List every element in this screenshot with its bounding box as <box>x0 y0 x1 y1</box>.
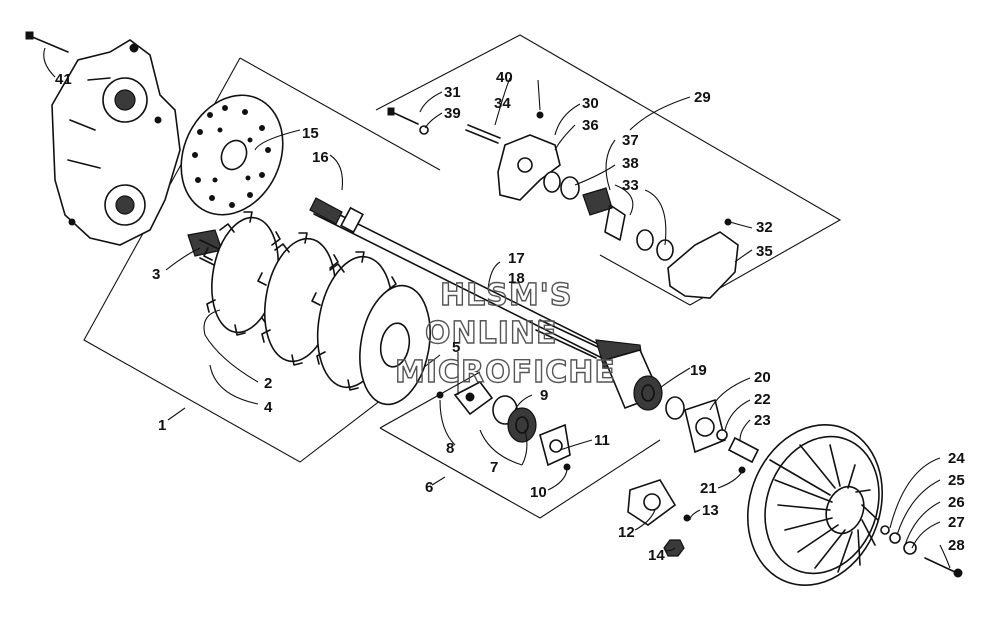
callout-6: 6 <box>425 479 433 496</box>
callout-40: 40 <box>496 69 513 86</box>
group-outline-29 <box>375 34 842 306</box>
bolt-21 <box>738 466 746 474</box>
callout-1: 1 <box>158 417 166 434</box>
callout-26: 26 <box>948 494 965 511</box>
pin-34 <box>465 124 501 144</box>
callout-31: 31 <box>444 84 461 101</box>
callout-4: 4 <box>264 399 273 416</box>
bolt-28 <box>924 557 963 578</box>
callout-24: 24 <box>948 450 965 467</box>
callout-9: 9 <box>540 387 548 404</box>
washer-22 <box>716 429 728 441</box>
callout-34: 34 <box>494 95 511 112</box>
callout-8: 8 <box>446 440 454 457</box>
callout-16: 16 <box>312 149 329 166</box>
driven-clutch <box>746 424 884 586</box>
brake-disc <box>180 94 284 216</box>
callout-36: 36 <box>582 117 599 134</box>
callout-35: 35 <box>756 243 773 260</box>
callout-32: 32 <box>756 219 773 236</box>
washers-25-27 <box>880 525 917 555</box>
bearing-housing-12 <box>627 479 691 557</box>
washer-10 <box>563 463 571 471</box>
callout-17: 17 <box>508 250 525 267</box>
callout-39: 39 <box>444 105 461 122</box>
bearing-9 <box>492 395 537 443</box>
tensioner-bracket-30 <box>497 111 561 201</box>
callout-13: 13 <box>702 502 719 519</box>
leader-lines <box>43 47 951 569</box>
washer-39 <box>419 125 429 135</box>
callout-41: 41 <box>55 71 72 88</box>
shaft-bearing-19 <box>603 349 685 420</box>
callout-22: 22 <box>754 391 771 408</box>
end-plate-wheel <box>359 284 431 406</box>
callout-21: 21 <box>700 480 717 497</box>
cover-35 <box>667 218 739 299</box>
callout-19: 19 <box>690 362 707 379</box>
tensioner-bolt-31 <box>387 107 419 125</box>
callout-labels: 1 2 3 4 5 6 7 8 9 10 11 12 13 14 15 16 1… <box>55 69 965 564</box>
bolt-41 <box>25 31 69 53</box>
callout-30: 30 <box>582 95 599 112</box>
sprocket-rings-36-38 <box>543 171 580 200</box>
bolt-8 <box>436 391 444 399</box>
chaincase-housing <box>51 39 181 246</box>
watermark-line-1: HLSM'S <box>440 278 572 313</box>
callout-10: 10 <box>530 484 547 501</box>
watermark-line-2: ONLINE <box>425 316 558 351</box>
callout-7: 7 <box>490 459 498 476</box>
callout-14: 14 <box>648 547 665 564</box>
callout-23: 23 <box>754 412 771 429</box>
watermark-line-3: MICROFICHE <box>395 355 616 390</box>
tensioner-pad-33 <box>582 187 626 241</box>
callout-11: 11 <box>594 432 610 449</box>
callout-28: 28 <box>948 537 965 554</box>
bearing-retainer-11 <box>539 423 571 467</box>
callout-15: 15 <box>302 125 319 142</box>
ring-37 <box>636 229 674 261</box>
callout-29: 29 <box>694 89 711 106</box>
spacer-23 <box>727 436 760 464</box>
seal-plate-20 <box>684 398 726 454</box>
callout-27: 27 <box>948 514 965 531</box>
callout-18: 18 <box>508 270 525 287</box>
callout-2: 2 <box>264 375 272 392</box>
group-outline-6 <box>379 371 661 519</box>
callout-12: 12 <box>618 524 635 541</box>
bearing-flange <box>453 380 494 416</box>
watermark: HLSM'S ONLINE MICROFICHE <box>394 277 616 390</box>
callout-5: 5 <box>452 339 460 356</box>
callout-38: 38 <box>622 155 639 172</box>
callout-33: 33 <box>622 177 639 194</box>
callout-25: 25 <box>948 472 965 489</box>
drive-shaft <box>309 197 641 375</box>
callout-37: 37 <box>622 132 639 149</box>
callout-20: 20 <box>754 369 771 386</box>
callout-3: 3 <box>152 266 160 283</box>
